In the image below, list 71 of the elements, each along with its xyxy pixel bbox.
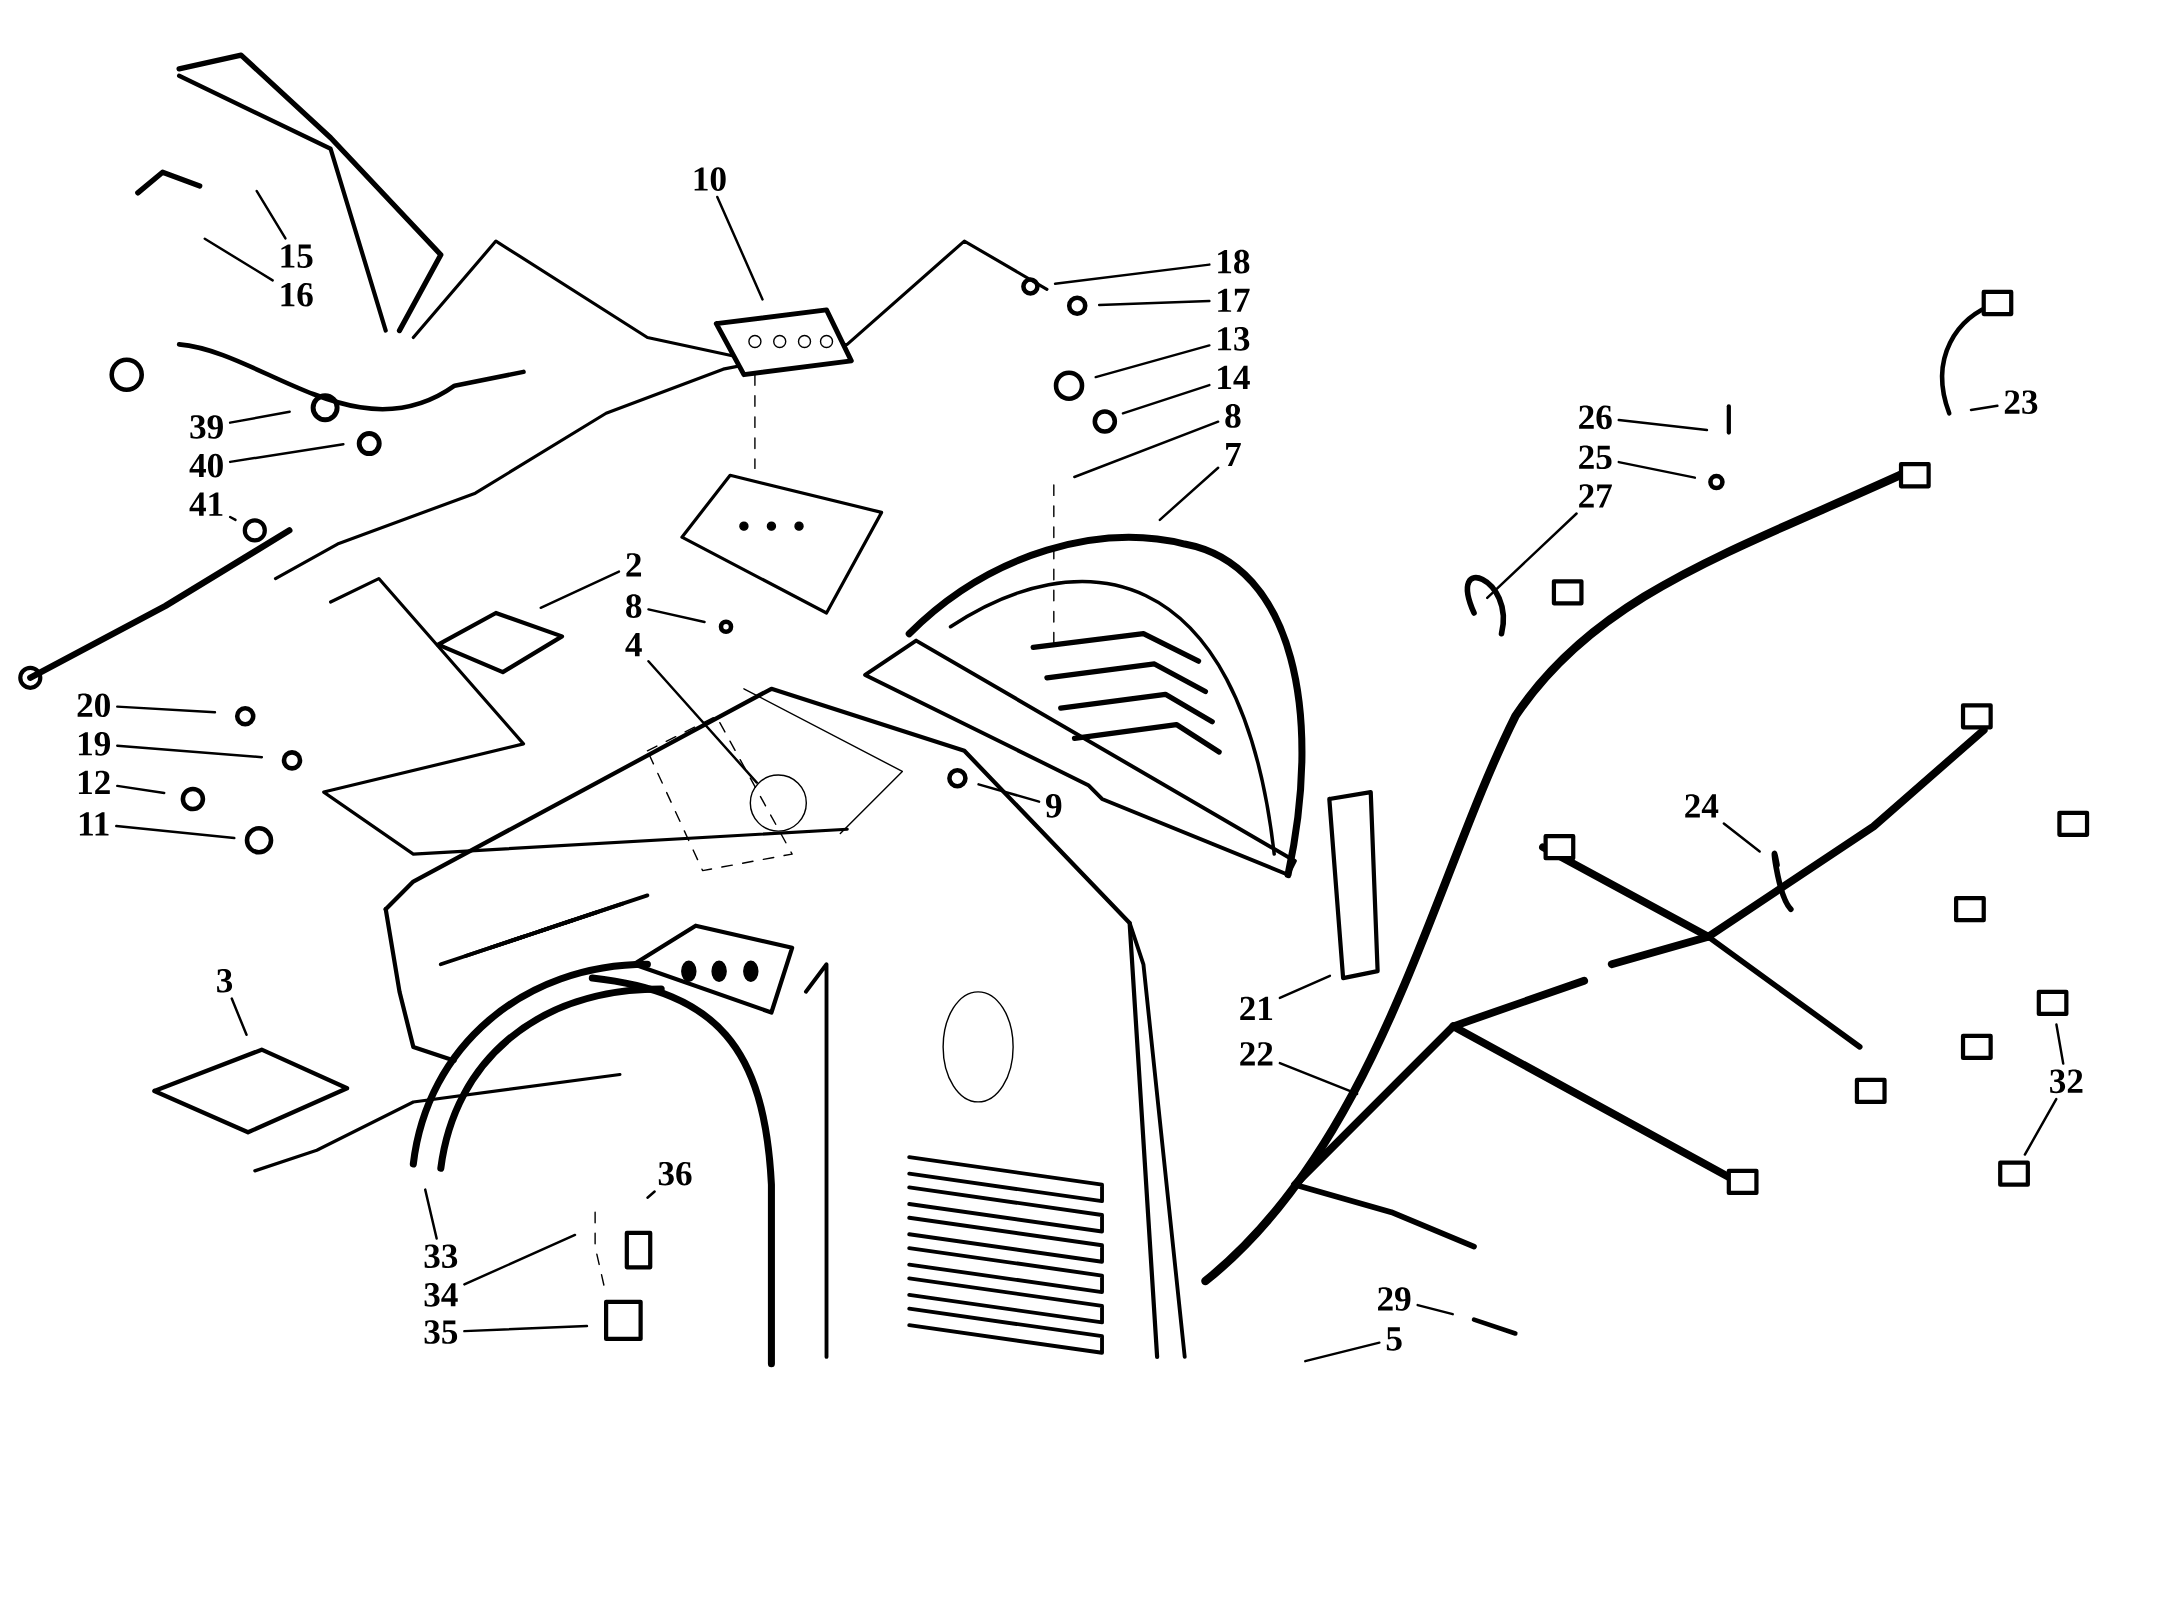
- callout-number: 41: [189, 492, 223, 516]
- callout-number: 19: [78, 732, 110, 756]
- callout-number: 2: [626, 553, 641, 577]
- callout-number: 32: [2050, 1069, 2083, 1094]
- callout-number: 26: [1579, 405, 1612, 430]
- leader-line: [1278, 1061, 1359, 1096]
- leader-line: [1617, 460, 1697, 479]
- leader-line: [1053, 263, 1211, 285]
- callout-number: 12: [78, 770, 110, 794]
- callout-number: 22: [1240, 1042, 1273, 1066]
- callout-number: 8: [1225, 404, 1241, 428]
- callout-number: 33: [424, 1244, 458, 1269]
- callout-number: 39: [190, 415, 223, 439]
- callout-number: 17: [1218, 288, 1250, 312]
- leader-line: [255, 189, 287, 240]
- leader-line: [1098, 299, 1211, 307]
- leader-line: [116, 784, 166, 795]
- leader-line: [116, 705, 217, 714]
- callout-number: 21: [1240, 996, 1273, 1020]
- callout-number: 27: [1579, 484, 1612, 508]
- leader-line: [1416, 1303, 1454, 1316]
- callout-number: 23: [2004, 390, 2038, 414]
- callout-number: 9: [1045, 794, 1062, 818]
- leader-line: [228, 515, 237, 522]
- callout-number: 20: [77, 693, 110, 718]
- callout-number: 11: [79, 812, 109, 836]
- leader-line: [539, 570, 621, 610]
- leader-line: [2023, 1097, 2058, 1156]
- leader-line: [1073, 420, 1220, 479]
- callout-number: 36: [658, 1161, 692, 1186]
- callout-number: 29: [1378, 1287, 1411, 1311]
- callout-number: 3: [217, 969, 233, 993]
- leader-line: [463, 1233, 577, 1286]
- leader-line: [1617, 418, 1709, 432]
- callout-number: 13: [1218, 327, 1250, 351]
- callout-number: 15: [281, 244, 313, 268]
- leader-line: [463, 1324, 589, 1333]
- leader-line: [116, 744, 264, 759]
- callout-number: 7: [1226, 443, 1241, 467]
- leader-line: [977, 783, 1041, 803]
- callout-number: 14: [1218, 365, 1250, 389]
- leader-line: [1158, 466, 1220, 522]
- callout-number: 16: [281, 282, 313, 307]
- callout-number: 10: [694, 167, 726, 191]
- callout-number: 8: [626, 594, 642, 618]
- callout-number: 35: [424, 1320, 458, 1344]
- callout-number: 25: [1579, 445, 1612, 470]
- leader-line: [2055, 1023, 2065, 1065]
- leader-line: [228, 442, 345, 464]
- leader-line: [1304, 1341, 1381, 1363]
- leader-line: [1278, 974, 1332, 1000]
- leader-line: [1486, 512, 1578, 600]
- leader-line: [424, 1188, 438, 1240]
- callout-number: 5: [1386, 1327, 1402, 1351]
- leader-line: [1121, 383, 1211, 415]
- leader-line: [716, 195, 764, 301]
- callout-number: 40: [189, 453, 223, 478]
- leader-line: [1094, 344, 1211, 379]
- leader-line: [1969, 404, 1999, 412]
- leader-line: [230, 997, 248, 1037]
- callout-number: 18: [1218, 249, 1250, 274]
- leader-line: [647, 660, 758, 784]
- leader-line: [1722, 822, 1761, 853]
- leader-line: [203, 237, 274, 282]
- callout-number: 34: [424, 1283, 458, 1307]
- leader-line: [647, 608, 706, 624]
- callout-number: 24: [1685, 794, 1719, 818]
- callout-number: 4: [625, 633, 642, 657]
- leader-line: [115, 824, 236, 840]
- leader-line: [228, 410, 291, 424]
- leader-line: [646, 1190, 656, 1199]
